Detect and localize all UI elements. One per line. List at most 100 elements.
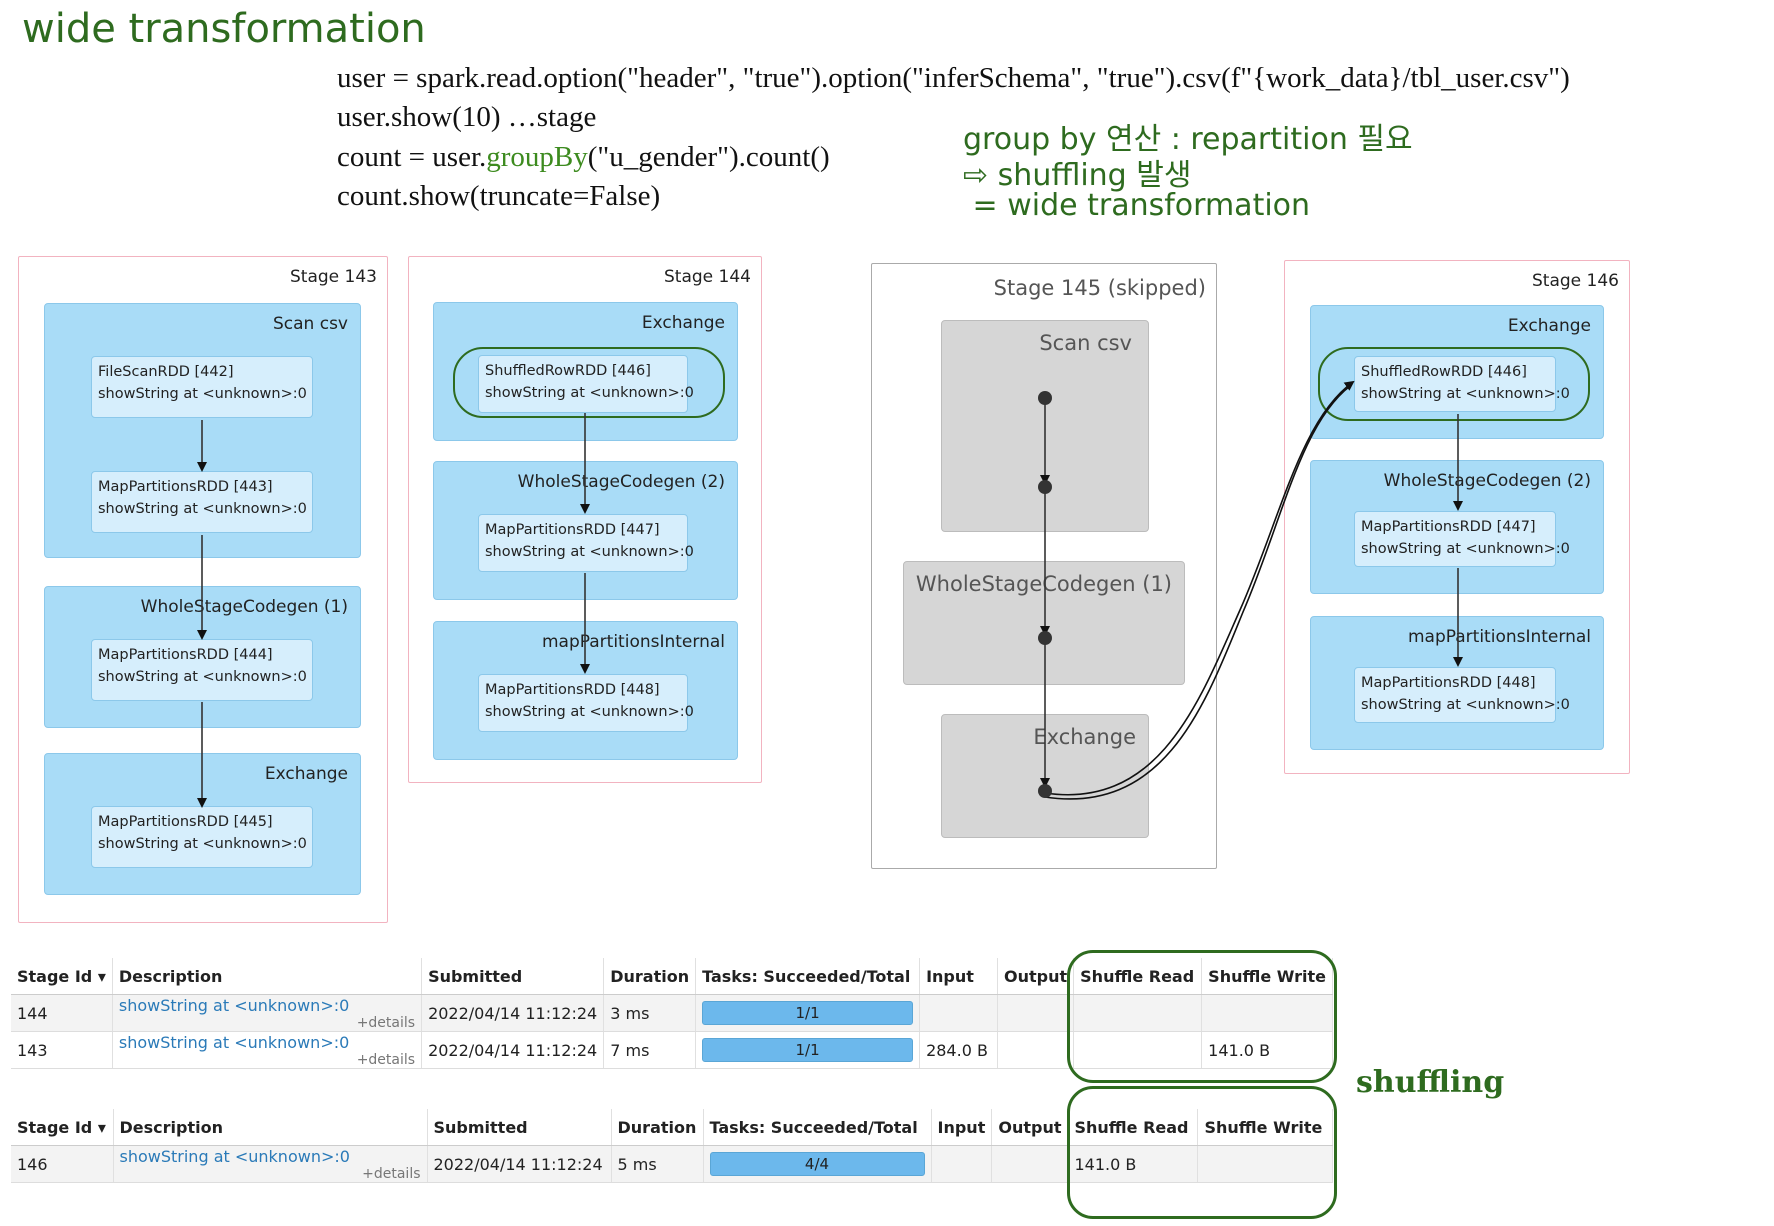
rdd-name: ShuffledRowRDD [446] [1361, 364, 1527, 380]
description-cell: showString at <unknown>:0 +details [112, 994, 423, 1032]
description-cell: showString at <unknown>:0 +details [113, 1145, 428, 1183]
col-duration[interactable]: Duration [611, 1109, 704, 1146]
stage-144-panel: Stage 144 Exchange ShuffledRowRDD [446]s… [408, 256, 762, 783]
annotation-line-2: ⇨ shuffling 발생 [963, 158, 1192, 193]
shuffled-rdd-highlight [453, 347, 725, 418]
cluster-label: Scan csv [273, 314, 348, 334]
stages-table-2: Stage Id ▾ Description Submitted Duratio… [11, 1109, 1333, 1183]
submitted: 2022/04/14 11:12:24 [427, 1145, 612, 1183]
table-row: 144 showString at <unknown>:0+details 20… [11, 994, 1333, 1032]
code-text: count.show(truncate=False) [337, 180, 661, 212]
cluster-label: Exchange [264, 764, 348, 784]
code-line-1: user = spark.read.option("header", "true… [337, 62, 1570, 95]
cluster-label: Exchange [641, 313, 725, 333]
rdd-callsite: showString at <unknown>:0 [1361, 541, 1570, 557]
col-tasks[interactable]: Tasks: Succeeded/Total [695, 958, 921, 995]
stage-146-panel: Stage 146 Exchange ShuffledRowRDD [446]s… [1284, 260, 1630, 774]
stage-description-link[interactable]: showString at <unknown>:0 [118, 995, 350, 1015]
col-input[interactable]: Input [931, 1109, 993, 1146]
col-input[interactable]: Input [919, 958, 999, 995]
stage-description-link[interactable]: showString at <unknown>:0 [119, 1146, 350, 1166]
stage-id: 146 [11, 1145, 114, 1183]
rdd-node[interactable]: MapPartitionsRDD [443]showString at <unk… [91, 471, 313, 533]
col-description[interactable]: Description [112, 958, 423, 995]
annotation-line-3: = wide transformation [963, 188, 1311, 223]
col-duration[interactable]: Duration [603, 958, 697, 995]
cluster-label: WholeStageCodegen (1) [140, 597, 348, 617]
stages-table-1: Stage Id ▾ Description Submitted Duratio… [11, 958, 1333, 1069]
rdd-callsite: showString at <unknown>:0 [98, 501, 307, 517]
cluster-label: mapPartitionsInternal [542, 632, 725, 652]
code-text: user.show(10) …stage [337, 101, 597, 133]
rdd-node[interactable]: MapPartitionsRDD [448]showString at <unk… [478, 674, 694, 732]
cluster-label: WholeStageCodegen (1) [915, 572, 1172, 596]
shuffle-highlight-box [1067, 1086, 1337, 1219]
submitted: 2022/04/14 11:12:24 [421, 1031, 605, 1069]
rdd-node[interactable]: MapPartitionsRDD [448] showString at <unk… [1354, 667, 1570, 723]
code-line-2: user.show(10) …stage [337, 101, 596, 134]
shuffle-write [1201, 994, 1333, 1032]
cluster-mappartitionsinternal[interactable]: mapPartitionsInternal MapPartitionsRDD [… [1310, 616, 1604, 750]
cluster-label: Scan csv [1039, 331, 1132, 355]
rdd-node[interactable]: FileScanRDD [442]showString at <unknown>… [91, 356, 313, 418]
dag-dot [1038, 391, 1052, 405]
code-text: user = spark.read.option("header", "true… [337, 62, 1570, 94]
input [931, 1145, 993, 1183]
rdd-node[interactable]: MapPartitionsRDD [445] showString at <unk… [91, 806, 313, 868]
col-output[interactable]: Output [997, 958, 1075, 995]
col-output[interactable]: Output [991, 1109, 1069, 1146]
rdd-node[interactable]: MapPartitionsRDD [447]showString at <unk… [1354, 511, 1570, 567]
dag-dot [1038, 631, 1052, 645]
tasks-progress-bar: 4/4 [709, 1152, 925, 1176]
shuffle-edge [1044, 380, 1355, 796]
col-stage-id[interactable]: Stage Id ▾ [11, 958, 113, 995]
input: 284.0 B [919, 1031, 999, 1069]
col-tasks[interactable]: Tasks: Succeeded/Total [703, 1109, 932, 1146]
col-shuffle-write[interactable]: Shuffle Write [1197, 1109, 1333, 1146]
cluster-label: mapPartitionsInternal [1408, 627, 1591, 647]
rdd-node[interactable]: ShuffledRowRDD [446] showString at <unkno… [478, 355, 694, 413]
details-toggle[interactable]: +details [356, 1014, 416, 1031]
col-stage-id[interactable]: Stage Id ▾ [11, 1109, 114, 1146]
output [997, 1031, 1075, 1069]
cluster-wholestagecodegen-1[interactable]: WholeStageCodegen (1) MapPartitionsRDD [… [44, 586, 361, 728]
cluster-wholestagecodegen-2[interactable]: WholeStageCodegen (2) MapPartitionsRDD [… [1310, 460, 1604, 594]
annotation-line-1: group by 연산 : repartition 필요 [963, 122, 1413, 157]
stage-description-link[interactable]: showString at <unknown>:0 [118, 1032, 350, 1052]
rdd-name: MapPartitionsRDD [448] [485, 682, 660, 698]
col-description[interactable]: Description [113, 1109, 428, 1146]
rdd-node[interactable]: MapPartitionsRDD [447]showString at <unk… [478, 514, 694, 572]
cluster-exchange[interactable]: Exchange ShuffledRowRDD [446]showString … [1310, 305, 1604, 439]
cluster-label: WholeStageCodegen (2) [1383, 471, 1591, 491]
col-submitted[interactable]: Submitted [427, 1109, 612, 1146]
rdd-name: MapPartitionsRDD [445] [98, 814, 273, 830]
rdd-name: ShuffledRowRDD [446] [485, 363, 651, 379]
rdd-callsite: showString at <unknown>:0 [1361, 697, 1570, 713]
rdd-name: MapPartitionsRDD [448] [1361, 675, 1536, 691]
col-shuffle-read[interactable]: Shuffle Read [1073, 958, 1203, 995]
description-cell: showString at <unknown>:0 +details [112, 1031, 423, 1069]
output [991, 1145, 1069, 1183]
col-submitted[interactable]: Submitted [421, 958, 605, 995]
table-row: 143 showString at <unknown>:0+details 20… [11, 1031, 1333, 1069]
col-shuffle-read[interactable]: Shuffle Read [1067, 1109, 1199, 1146]
duration: 3 ms [603, 994, 697, 1032]
shuffle-edge [1044, 385, 1351, 800]
code-line-3: count = user.groupBy("u_gender").count() [337, 141, 830, 174]
rdd-callsite: showString at <unknown>:0 [485, 385, 694, 401]
rdd-node[interactable]: ShuffledRowRDD [446]showString at <unkno… [1354, 356, 1570, 412]
code-text: count = user. [337, 141, 487, 173]
shuffle-highlight-box [1067, 950, 1337, 1083]
stage-143-panel: Stage 143 Scan csv FileScanRDD [442]show… [18, 256, 388, 923]
details-toggle[interactable]: +details [362, 1165, 421, 1182]
col-shuffle-write[interactable]: Shuffle Write [1201, 958, 1333, 995]
cluster-label: Exchange [1033, 725, 1136, 749]
cluster-wholestagecodegen-1[interactable]: WholeStageCodegen (1) [903, 561, 1185, 685]
cluster-mappartitionsinternal[interactable]: mapPartitionsInternal MapPartitionsRDD [… [433, 621, 738, 760]
rdd-name: FileScanRDD [442] [98, 364, 234, 380]
table-row: 146 showString at <unknown>:0 +details 20… [11, 1145, 1333, 1183]
rdd-callsite: showString at <unknown>:0 [98, 669, 307, 685]
details-toggle[interactable]: +details [356, 1051, 416, 1068]
rdd-callsite: showString at <unknown>:0 [98, 836, 307, 852]
